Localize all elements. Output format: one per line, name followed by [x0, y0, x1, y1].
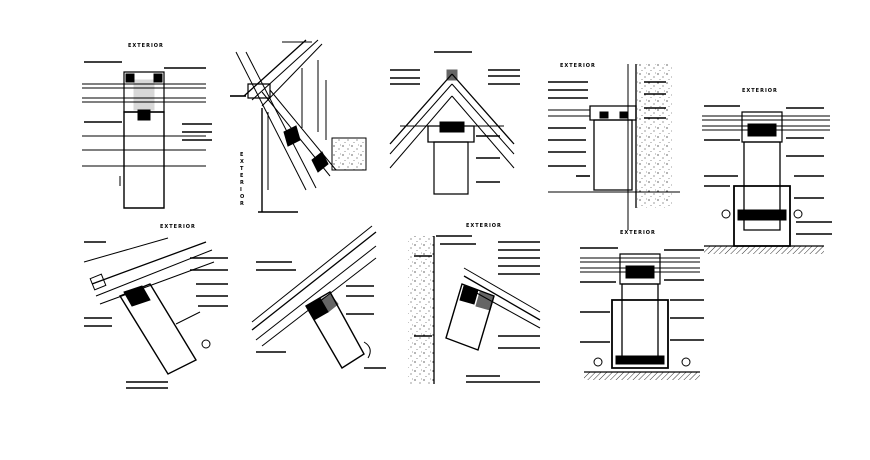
svg-text:T: T — [240, 166, 244, 172]
detail-3-ridge — [390, 52, 520, 194]
svg-text:X: X — [240, 159, 244, 165]
detail-8-label: EXTERIOR — [466, 223, 502, 229]
svg-text:R: R — [240, 180, 244, 186]
detail-6-inclined-mullion — [84, 238, 228, 388]
svg-text:I: I — [240, 187, 242, 193]
svg-text:E: E — [240, 173, 244, 179]
detail-1-mullion-section — [82, 62, 212, 208]
detail-2-vertical-label: EXT ERI OR — [240, 152, 244, 207]
detail-1-label: EXTERIOR — [128, 43, 164, 49]
detail-7-sloped-glazing — [252, 226, 386, 368]
detail-6-label: EXTERIOR — [160, 224, 196, 230]
svg-text:R: R — [240, 201, 244, 207]
detail-8-wall-anchor — [408, 236, 540, 384]
detail-9-label: EXTERIOR — [620, 230, 656, 236]
detail-4-wall-edge — [548, 64, 680, 230]
detail-9-base-mullion — [580, 248, 704, 380]
svg-text:E: E — [240, 152, 244, 158]
detail-4-label: EXTERIOR — [560, 63, 596, 69]
detail-5-base-mullion — [702, 106, 832, 254]
detail-2-sloped-glazing — [230, 40, 366, 212]
svg-text:O: O — [240, 194, 244, 200]
detail-5-label: EXTERIOR — [742, 88, 778, 94]
